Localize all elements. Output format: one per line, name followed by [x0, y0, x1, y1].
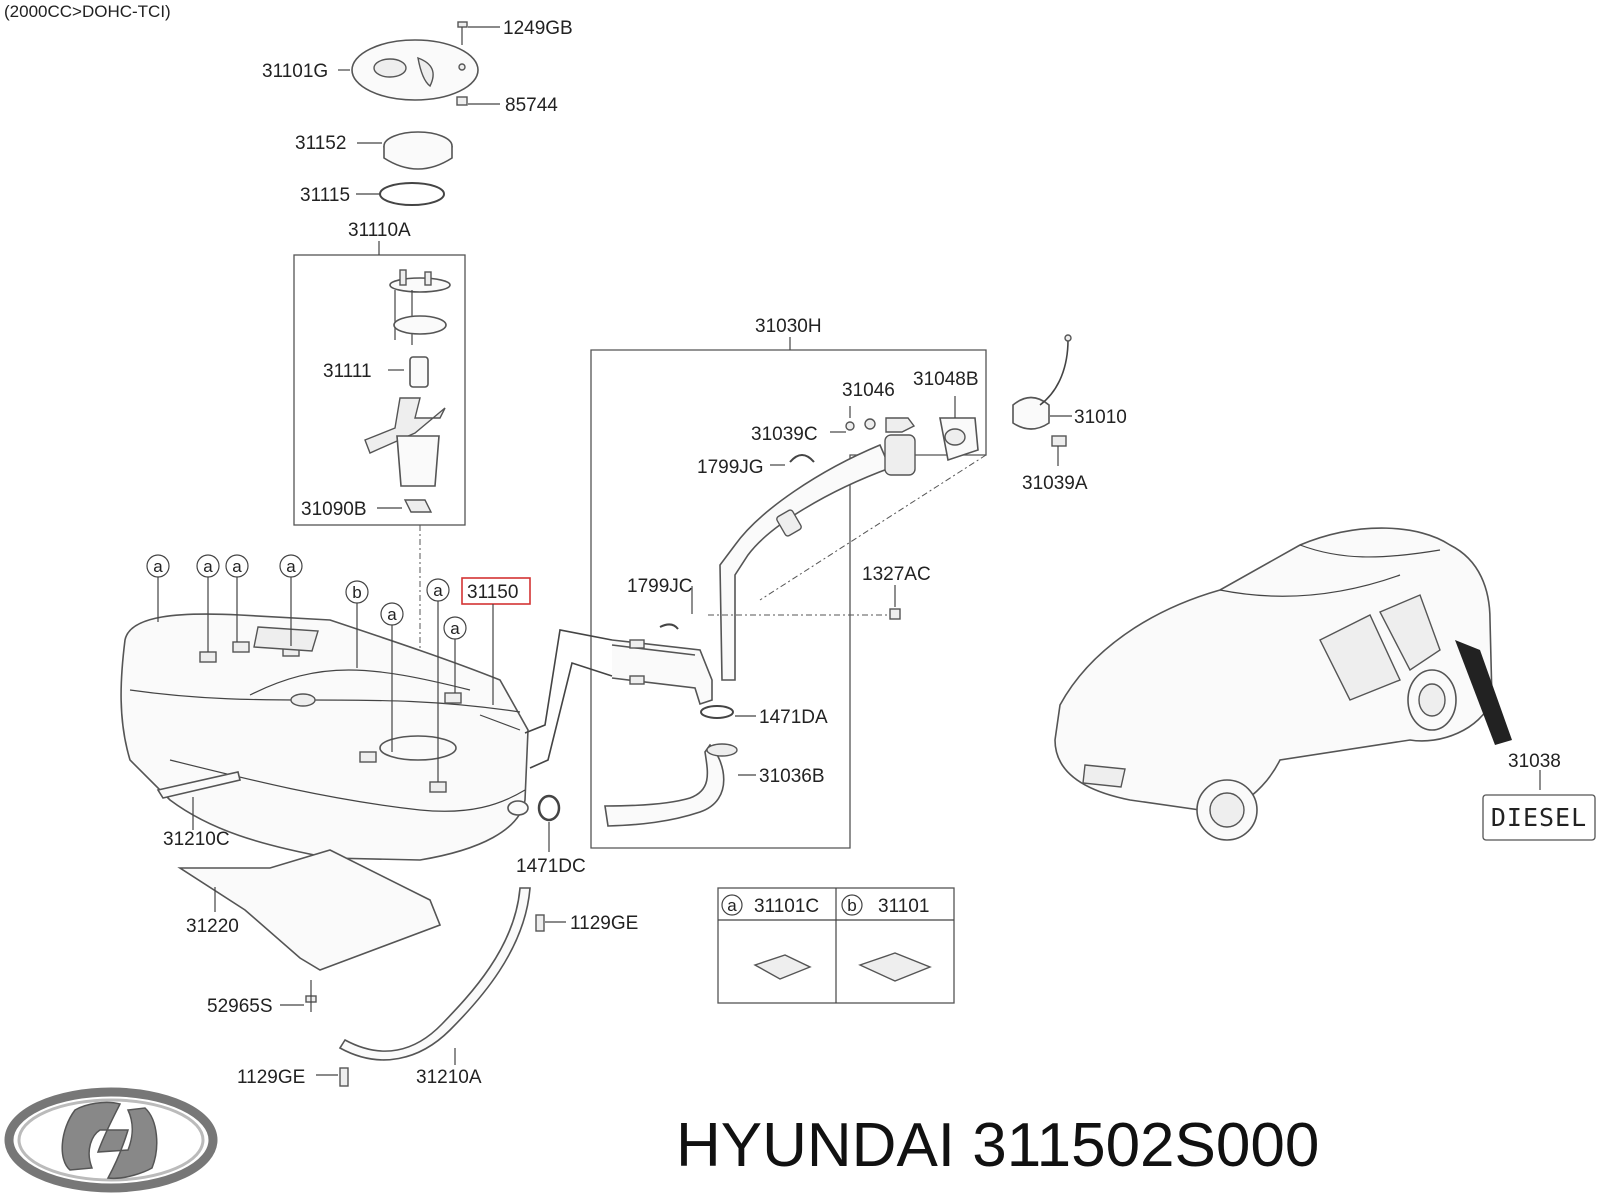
clamp-1471dc [537, 794, 561, 822]
svg-text:a: a [153, 557, 163, 576]
clip-1799jg [789, 454, 815, 463]
svg-text:a: a [387, 605, 397, 624]
label-1471da: 1471DA [759, 707, 828, 728]
callout-a-2: a [196, 554, 220, 578]
callout-b-1: b [345, 580, 369, 604]
hyundai-logo-icon [4, 1087, 218, 1193]
label-1799jg: 1799JG [697, 457, 764, 478]
svg-text:a: a [450, 619, 460, 638]
label-31036b: 31036B [759, 766, 825, 787]
label-1129ge-upper: 1129GE [570, 913, 638, 934]
label-85744: 85744 [505, 95, 558, 116]
label-31048b: 31048B [913, 369, 979, 390]
diesel-decal-31038 [1482, 794, 1596, 841]
bolt-52965s [305, 980, 317, 1012]
filler-neck-box [590, 349, 987, 849]
label-1471dc: 1471DC [516, 856, 586, 877]
brand-part-number: HYUNDAI 311502S000 [676, 1111, 1319, 1180]
label-31110a: 31110A [348, 220, 411, 241]
bolt-1129ge-lower [339, 1067, 349, 1087]
fuel-cap-31010 [1012, 334, 1072, 430]
gasket-31115 [379, 182, 445, 206]
legend-part-31101c: 31101C [754, 896, 819, 917]
highlight-box-31150 [461, 577, 531, 605]
legend-part-31101: 31101 [878, 896, 929, 917]
label-1129ge-lower: 1129GE [237, 1067, 305, 1088]
label-31152: 31152 [295, 133, 346, 154]
fuel-pump-module [364, 269, 451, 513]
screw-31039a [1051, 435, 1067, 466]
heat-shield-31220 [177, 849, 442, 971]
bolt-1129ge-upper [535, 914, 545, 932]
diesel-decal-text: DIESEL [1491, 803, 1587, 832]
clip-1799jc [659, 623, 679, 630]
label-31010: 31010 [1074, 407, 1127, 428]
label-31111: 31111 [323, 361, 372, 382]
label-52965s: 52965S [207, 996, 273, 1017]
label-1327ac: 1327AC [862, 564, 931, 585]
fuel-tank-31150 [120, 613, 529, 861]
label-31046: 31046 [842, 380, 895, 401]
strap-31210a [338, 887, 531, 1061]
svg-text:a: a [433, 581, 443, 600]
callout-a-4: a [279, 554, 303, 578]
label-31150: 31150 [467, 582, 518, 603]
label-31039c: 31039C [751, 424, 818, 445]
svg-text:a: a [232, 557, 242, 576]
gasket-31048b [939, 417, 979, 462]
label-31030h: 31030H [755, 316, 822, 337]
engine-note: (2000CC>DOHC-TCI) [4, 2, 171, 21]
pump-assembly-box [293, 254, 466, 526]
svg-text:a: a [286, 557, 296, 576]
label-31210c: 31210C [163, 829, 230, 850]
label-31210a: 31210A [416, 1067, 482, 1088]
legend-key-a: a [727, 896, 737, 915]
label-31115: 31115 [300, 185, 350, 206]
callout-a-7: a [443, 616, 467, 640]
lock-ring-31152 [383, 131, 453, 170]
nut-1327ac [889, 608, 901, 620]
label-31039a: 31039A [1022, 473, 1088, 494]
label-31090b: 31090B [301, 499, 367, 520]
callout-a-3: a [225, 554, 249, 578]
label-31101g: 31101G [262, 61, 328, 82]
bolt-1249gb [457, 21, 468, 45]
strap-31210c [156, 771, 241, 799]
callout-a-5: a [380, 602, 404, 626]
vehicle-illustration [1054, 527, 1512, 841]
legend-key-b: b [847, 896, 856, 915]
label-31038: 31038 [1508, 751, 1561, 772]
svg-text:b: b [352, 583, 361, 602]
cover-plate-31101g [351, 39, 479, 101]
fastener-legend-table [717, 887, 955, 1004]
svg-text:a: a [203, 557, 213, 576]
filler-neck-pipe [604, 434, 916, 827]
callout-a-6: a [426, 578, 450, 602]
label-31220: 31220 [186, 916, 239, 937]
small-parts-31046 [845, 417, 916, 433]
callout-a-1: a [146, 554, 170, 578]
label-1249gb: 1249GB [503, 18, 573, 39]
nut-85744 [456, 96, 468, 106]
label-1799jc: 1799JC [627, 576, 693, 597]
